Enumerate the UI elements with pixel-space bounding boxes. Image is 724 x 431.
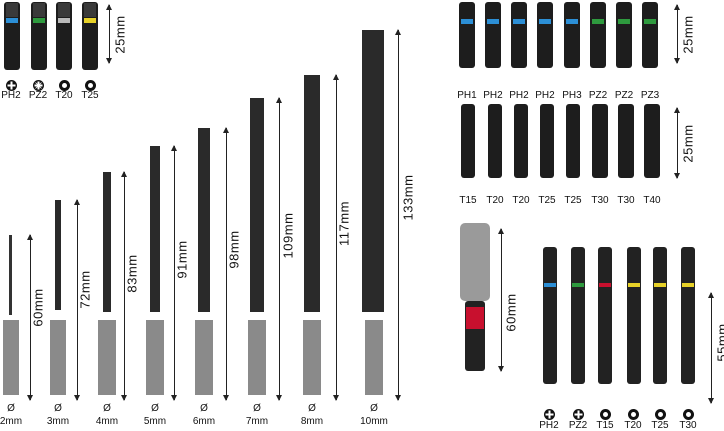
bit-label: T30: [679, 420, 697, 431]
bit-label: T15: [459, 195, 477, 206]
bit-label: PH2: [509, 90, 529, 101]
bit-label: T15: [596, 420, 614, 431]
bit-label: T25: [651, 420, 669, 431]
drill-size-label: 2mm: [0, 416, 23, 427]
drill-bit-4mm: [98, 172, 116, 395]
drill-bit-8mm: [303, 75, 321, 395]
torx-icon: [628, 407, 639, 420]
drill-bit-5mm: [146, 146, 164, 395]
bit-label: PH2: [483, 90, 503, 101]
diameter-symbol: Ø: [54, 403, 62, 414]
diameter-symbol: Ø: [200, 403, 208, 414]
drill-length-label: 133mm: [400, 174, 416, 221]
bit-label: PH1: [457, 90, 477, 101]
bit-holder-length-label: 60mm: [503, 293, 519, 332]
top-left-bits-graphic: [4, 2, 98, 70]
diameter-symbol: Ø: [308, 403, 316, 414]
torx-icon: [600, 407, 611, 420]
drill-size-label: 3mm: [46, 416, 70, 427]
diameter-symbol: Ø: [253, 403, 261, 414]
torx-length-label: 25mm: [680, 124, 696, 163]
drill-bit-2mm: [3, 235, 19, 395]
drill-bit-set: 60mm 72mm 83mm 91mm 98mm 109mm 117mm 133…: [0, 20, 430, 431]
torx-icon: [683, 407, 694, 420]
bit-label: T25: [81, 90, 99, 101]
top-left-bit-set: 25mm PH2 PZ2 T20 T25: [0, 0, 140, 105]
torx-icon: [655, 407, 666, 420]
bit-label: PH2: [1, 90, 21, 101]
bit-label: PH3: [562, 90, 582, 101]
drill-size-label: 10mm: [360, 416, 388, 427]
drill-bit-7mm: [248, 98, 266, 395]
pozidriv-icon: [33, 78, 44, 91]
bit-label: PH2: [535, 90, 555, 101]
bit-label: T25: [538, 195, 556, 206]
pozidriv-icon: [573, 407, 584, 420]
drill-size-label: 4mm: [95, 416, 119, 427]
bit-label: T20: [486, 195, 504, 206]
drill-length-label: 91mm: [174, 240, 190, 279]
bit-label: T25: [564, 195, 582, 206]
bit-label: T20: [624, 420, 642, 431]
bit-label: PZ3: [640, 90, 660, 101]
torx-bit-set: 25mm T15 T20 T20 T25 T25 T30 T30 T40: [452, 100, 724, 210]
power-bits-graphic: [543, 247, 695, 384]
torx-icon: [59, 78, 70, 91]
diameter-symbol: Ø: [103, 403, 111, 414]
bit-label: T30: [617, 195, 635, 206]
bit-holder: 60mm: [455, 215, 535, 385]
phillips-icon: [6, 78, 17, 91]
drill-size-label: 5mm: [143, 416, 167, 427]
bit-label: T30: [591, 195, 609, 206]
torx-icon: [85, 78, 96, 91]
phillips-icon: [544, 407, 555, 420]
drill-bits-graphic: [3, 30, 384, 395]
bit-label: T40: [643, 195, 661, 206]
top-right-bits-graphic: [459, 2, 658, 68]
power-bit-length-label: 55mm: [714, 323, 724, 362]
drill-size-label: 6mm: [192, 416, 216, 427]
power-bit-set: 55mm PH2 PZ2 T15 T20 T25 T30: [535, 235, 724, 431]
drill-length-label: 109mm: [280, 212, 296, 259]
drill-bit-3mm: [50, 200, 66, 395]
bit-label: PH2: [539, 420, 559, 431]
top-right-bit-set: 25mm PH1 PH2 PH2 PH2 PH3 PZ2 PZ2 PZ3: [452, 0, 724, 105]
bit-label: PZ2: [568, 420, 588, 431]
bit-label: PZ2: [614, 90, 634, 101]
bit-label: T20: [512, 195, 530, 206]
drill-size-label: 8mm: [300, 416, 324, 427]
drill-bit-6mm: [195, 128, 213, 395]
drill-length-label: 60mm: [30, 288, 46, 327]
drill-bit-10mm: [362, 30, 384, 395]
drill-length-label: 98mm: [226, 230, 242, 269]
drill-length-label: 72mm: [77, 270, 93, 309]
top-right-length-label: 25mm: [680, 15, 696, 54]
bit-label: T20: [55, 90, 73, 101]
diameter-symbol: Ø: [151, 403, 159, 414]
drill-length-label: 83mm: [124, 254, 140, 293]
drill-size-label: 7mm: [245, 416, 269, 427]
bit-label: PZ2: [28, 90, 48, 101]
bit-holder-graphic: [460, 223, 490, 371]
torx-bits-graphic: [461, 104, 660, 178]
bit-label: PZ2: [588, 90, 608, 101]
drill-length-label: 117mm: [336, 201, 352, 246]
diameter-symbol: Ø: [7, 403, 15, 414]
diameter-symbol: Ø: [370, 403, 378, 414]
